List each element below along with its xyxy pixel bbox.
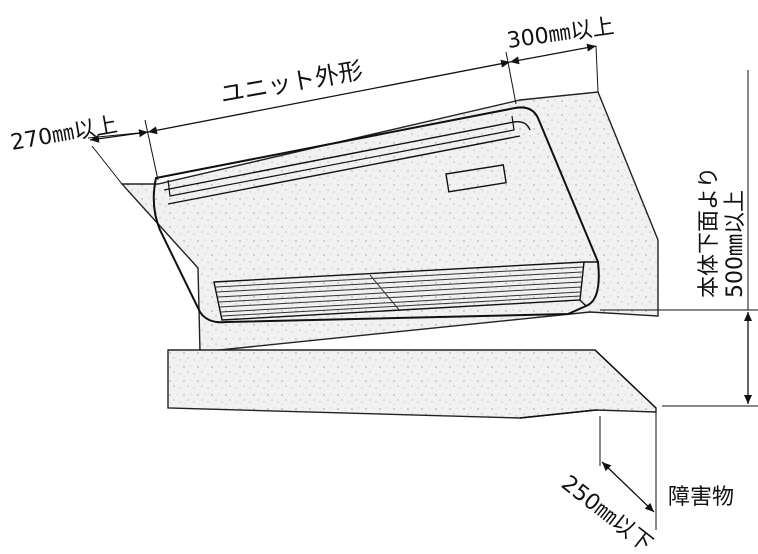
obstacle-clearance-label: 250㎜以下 (556, 471, 656, 549)
below-clearance-label-line2: 500㎜以上 (723, 190, 748, 298)
obstacle-label: 障害物 (668, 485, 734, 510)
obstacle-clearance-dimension (599, 412, 657, 530)
below-clearance-dimension (600, 70, 758, 407)
control-panel (445, 164, 507, 193)
left-clearance-dimension (87, 129, 149, 185)
right-clearance-dimension (509, 43, 599, 93)
air-grille (215, 266, 584, 317)
right-clearance-label: 300㎜以上 (505, 14, 615, 54)
unit-outline-label: ユニット外形 (218, 56, 365, 109)
obstacle-block (167, 349, 657, 419)
below-clearance-label-line1: 本体下面より (697, 166, 722, 298)
left-clearance-label: 270㎜以上 (9, 113, 120, 156)
obstacle-block-edge (519, 349, 657, 419)
ceiling-unit (152, 106, 600, 324)
ceiling-wall (120, 91, 659, 353)
